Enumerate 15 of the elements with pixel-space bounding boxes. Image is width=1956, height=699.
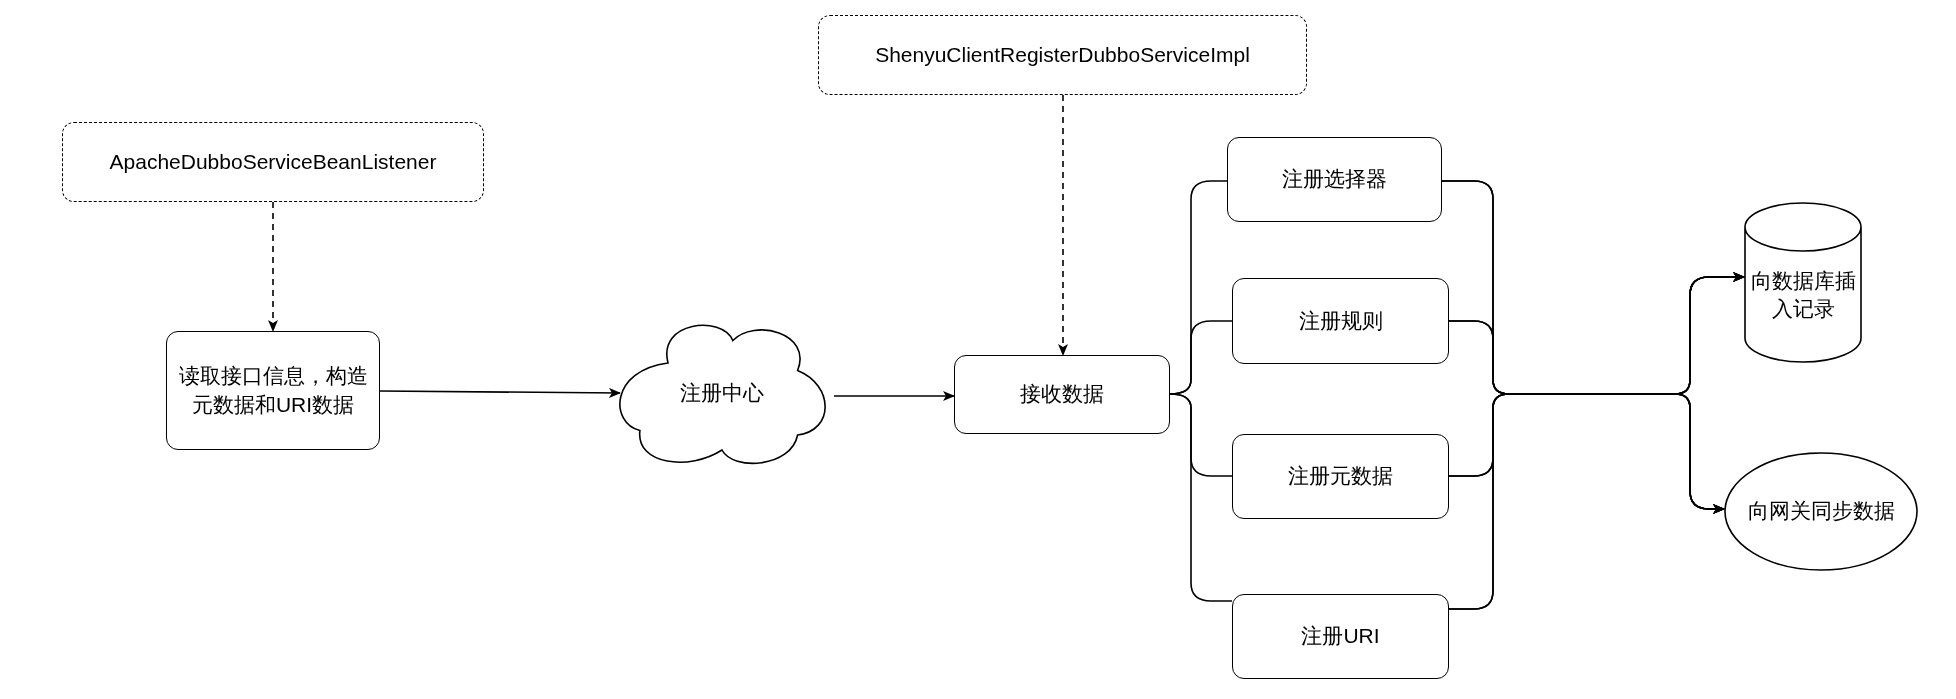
- arrow: [1058, 94, 1068, 356]
- code-box: ShenyuClientRegisterDubboServiceImpl: [818, 15, 1307, 95]
- brace-connector: [1448, 393, 1725, 610]
- process-box: 注册选择器: [1227, 137, 1442, 222]
- process-box: 注册元数据: [1232, 434, 1449, 519]
- process-ellipse: 向网关同步数据: [1724, 452, 1918, 571]
- arrow: [833, 391, 955, 401]
- arrow: [268, 201, 278, 332]
- arrow: [379, 387, 621, 398]
- process-box: 读取接口信息，构造元数据和URI数据: [166, 331, 380, 450]
- process-box: 注册URI: [1232, 594, 1449, 679]
- process-box: 注册规则: [1232, 278, 1449, 364]
- process-box: 接收数据: [954, 355, 1170, 434]
- database-cylinder: 向数据库插入记录: [1744, 203, 1862, 363]
- code-box: ApacheDubboServiceBeanListener: [62, 122, 484, 202]
